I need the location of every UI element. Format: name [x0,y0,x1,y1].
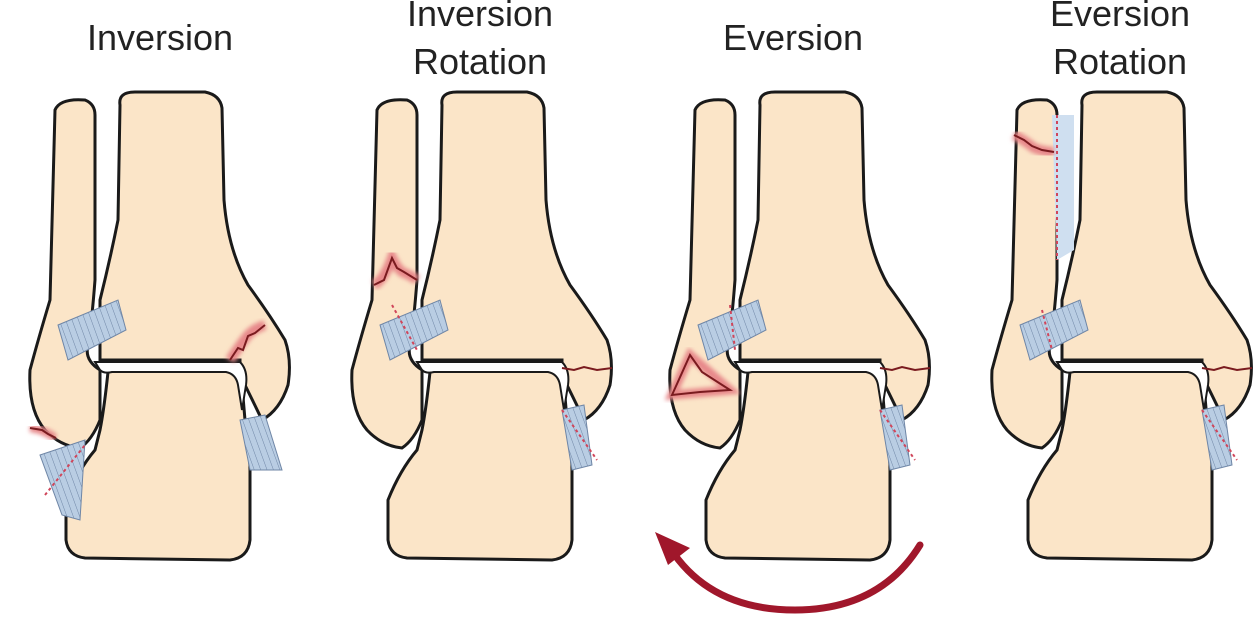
panel-inversion [30,92,290,560]
panel-eversion-rotation [992,92,1252,560]
arrow-head-icon [655,532,690,565]
fibula-bone [30,100,100,448]
panel-inversion-rotation [352,92,612,560]
panel-eversion [670,92,930,560]
